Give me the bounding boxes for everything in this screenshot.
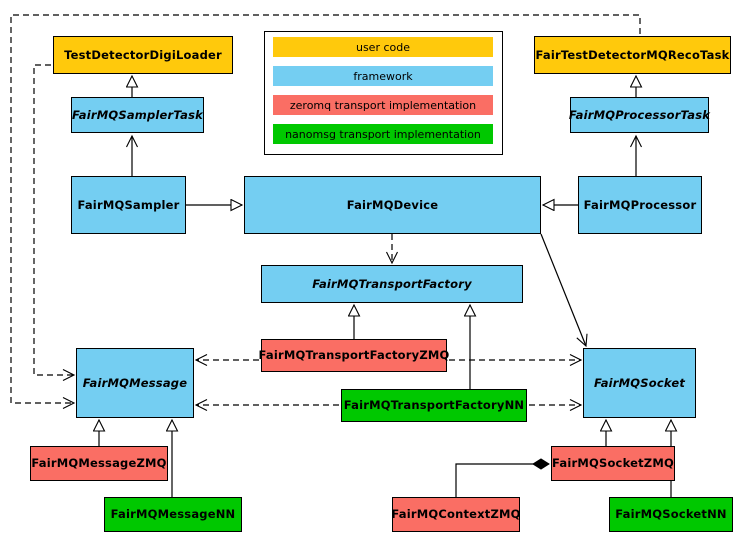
class-label-fairmqtransportfactoryzmq: FairMQTransportFactoryZMQ	[258, 348, 450, 363]
class-label-fairmqsampler: FairMQSampler	[77, 197, 180, 212]
legend-item-user-code: user code	[273, 37, 493, 57]
class-label-fairmqtransportfactorynn: FairMQTransportFactoryNN	[343, 398, 525, 413]
edge-device-to-socket	[540, 233, 588, 348]
class-node-fairmqmessagenn[interactable]: FairMQMessageNN	[104, 497, 242, 532]
edge-digiloader-to-message	[33, 64, 76, 381]
legend-item-framework: framework	[273, 66, 493, 86]
class-label-testdetectordigiloader: TestDetectorDigiLoader	[64, 47, 222, 62]
class-label-fairmqcontextzmq: FairMQContextZMQ	[391, 507, 521, 522]
class-label-fairmqsocket: FairMQSocket	[593, 375, 686, 390]
class-node-fairmqtransportfactorynn[interactable]: FairMQTransportFactoryNN	[341, 389, 527, 422]
class-node-fairmqmessage[interactable]: FairMQMessage	[76, 348, 194, 418]
class-node-fairmqtransportfactory[interactable]: FairMQTransportFactory	[261, 265, 523, 303]
legend-label-user-code: user code	[355, 40, 411, 54]
class-label-fairmqsocketzmq: FairMQSocketZMQ	[552, 456, 674, 471]
class-label-fairmqtransportfactory: FairMQTransportFactory	[312, 276, 472, 291]
class-label-fairtestdetectormqrecotask: FairTestDetectorMQRecoTask	[535, 47, 730, 62]
legend-label-zeromq: zeromq transport implementation	[289, 98, 477, 112]
legend-item-nanomsg: nanomsg transport implementation	[273, 124, 493, 144]
legend-label-framework: framework	[353, 69, 413, 83]
edge-contextzmq-to-socketzmq	[455, 458, 550, 497]
class-label-fairmqmessagenn: FairMQMessageNN	[110, 507, 236, 522]
class-node-fairmqsocketzmq[interactable]: FairMQSocketZMQ	[551, 446, 675, 481]
class-label-fairmqprocessortask: FairMQProcessorTask	[568, 107, 711, 122]
class-node-fairmqsocket[interactable]: FairMQSocket	[583, 348, 696, 418]
class-node-fairmqprocessortask[interactable]: FairMQProcessorTask	[568, 97, 711, 133]
class-label-fairmqsocketnn: FairMQSocketNN	[615, 507, 727, 522]
legend-label-nanomsg: nanomsg transport implementation	[285, 127, 481, 141]
class-node-fairmqtransportfactoryzmq[interactable]: FairMQTransportFactoryZMQ	[258, 339, 450, 372]
class-node-fairmqcontextzmq[interactable]: FairMQContextZMQ	[391, 497, 521, 532]
class-node-fairmqdevice[interactable]: FairMQDevice	[244, 176, 541, 234]
class-node-testdetectordigiloader[interactable]: TestDetectorDigiLoader	[53, 36, 233, 74]
class-label-fairmqmessagezmq: FairMQMessageZMQ	[31, 456, 167, 471]
class-label-fairmqsamplertask: FairMQSamplerTask	[72, 107, 203, 122]
edge-recotask-to-message	[10, 14, 641, 409]
class-node-fairmqsocketnn[interactable]: FairMQSocketNN	[609, 497, 733, 532]
class-node-fairmqmessagezmq[interactable]: FairMQMessageZMQ	[30, 446, 168, 481]
class-node-fairmqprocessor[interactable]: FairMQProcessor	[578, 176, 702, 234]
class-node-fairmqsampler[interactable]: FairMQSampler	[71, 176, 186, 234]
class-label-fairmqmessage: FairMQMessage	[82, 375, 188, 390]
class-label-fairmqdevice: FairMQDevice	[346, 197, 439, 212]
class-label-fairmqprocessor: FairMQProcessor	[583, 197, 697, 212]
class-node-fairtestdetectormqrecotask[interactable]: FairTestDetectorMQRecoTask	[534, 36, 731, 74]
legend-item-zeromq: zeromq transport implementation	[273, 95, 493, 115]
class-node-fairmqsamplertask[interactable]: FairMQSamplerTask	[71, 97, 204, 133]
